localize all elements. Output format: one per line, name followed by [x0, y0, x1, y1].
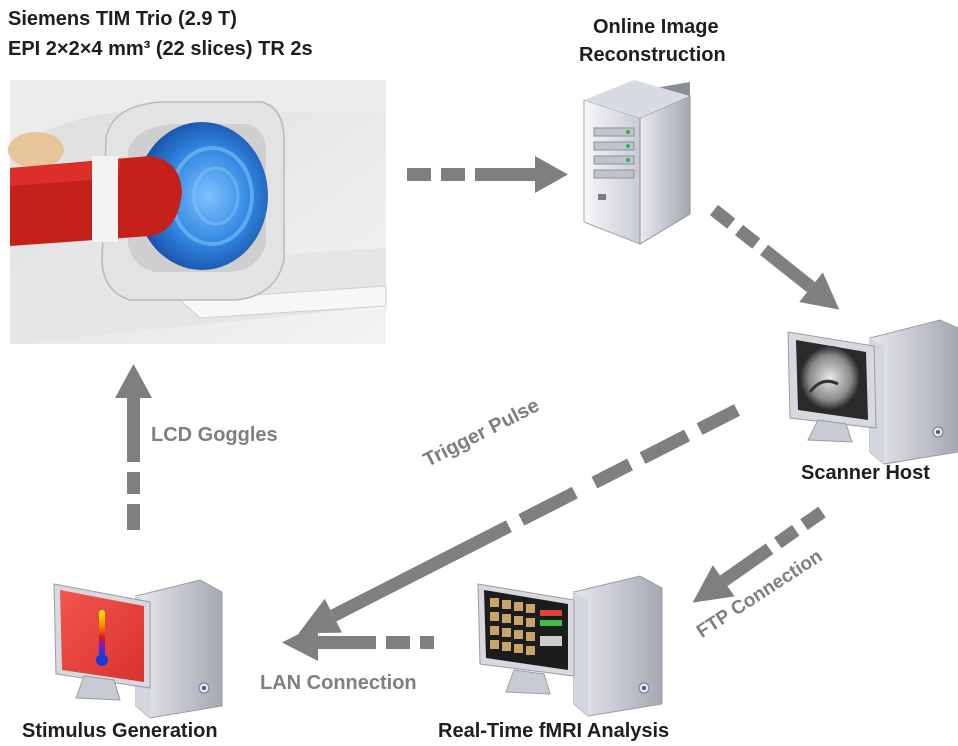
arrow-host-to-analysis-ftp — [692, 506, 826, 603]
arrow-scanner-to-reconstruction — [407, 156, 568, 193]
analysis-label: Real-Time fMRI Analysis — [438, 720, 670, 742]
scanner-host-label: Scanner Host — [801, 462, 930, 484]
analysis-computer-illustration — [477, 575, 663, 717]
scanner-spec-line1: Siemens TIM Trio (2.9 T) — [8, 8, 237, 30]
lcd-goggles-label: LCD Goggles — [151, 424, 278, 446]
stimulus-computer-illustration — [53, 579, 223, 719]
scanner-spec-line2: EPI 2×2×4 mm³ (22 slices) TR 2s — [8, 38, 313, 60]
reconstruction-server-illustration — [583, 80, 691, 245]
mri-scanner-illustration — [8, 80, 387, 344]
stimulus-generation-label: Stimulus Generation — [22, 720, 218, 742]
scanner-host-computer-illustration — [787, 319, 958, 465]
arrow-host-to-stimulus-trigger — [298, 404, 740, 634]
reconstruction-label-line2: Reconstruction — [579, 44, 726, 66]
lan-connection-label: LAN Connection — [260, 672, 417, 694]
arrow-stimulus-to-scanner-lcd — [115, 364, 152, 530]
arrow-reconstruction-to-host — [709, 204, 840, 310]
reconstruction-label-line1: Online Image — [593, 16, 719, 38]
arrow-analysis-to-stimulus-lan — [282, 624, 434, 661]
